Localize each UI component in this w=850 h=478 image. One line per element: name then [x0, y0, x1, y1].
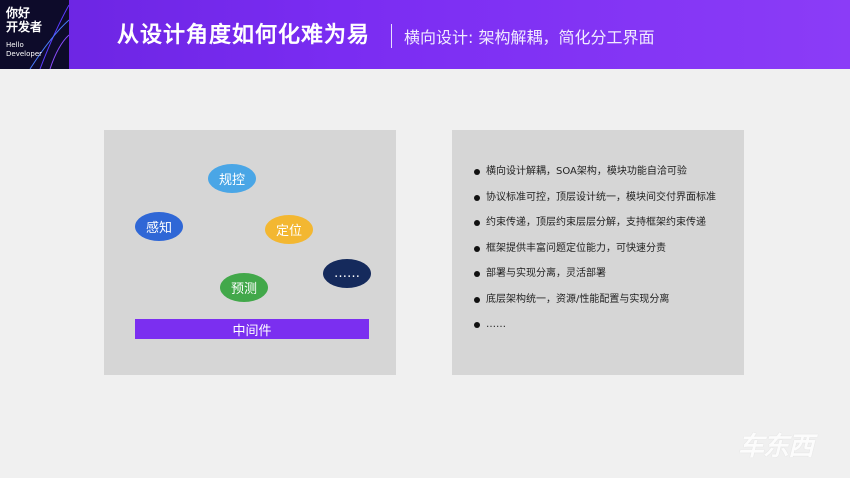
hello-developer-logo: 你好 开发者 Hello Developer: [0, 0, 69, 69]
list-item: 部署与实现分离，灵活部署: [474, 266, 716, 292]
logo-line-1: 你好: [6, 6, 31, 20]
list-item: 横向设计解耦，SOA架构，模块功能自洽可验: [474, 164, 716, 190]
list-item: 框架提供丰富问题定位能力，可快速分责: [474, 241, 716, 267]
list-item: 协议标准可控，顶层设计统一，模块间交付界面标准: [474, 190, 716, 216]
logo-decoration-icon: [29, 4, 69, 69]
bullet-icon: [474, 271, 480, 277]
list-item: ……: [474, 317, 716, 343]
header-bar: 你好 开发者 Hello Developer 从设计角度如何化难为易 横向设计:…: [0, 0, 850, 69]
bubble-perception: 感知: [135, 212, 183, 241]
bubble-localization: 定位: [265, 215, 313, 244]
page-subtitle: 横向设计: 架构解耦，简化分工界面: [404, 28, 655, 47]
list-item: 底层架构统一，资源/性能配置与实现分离: [474, 292, 716, 318]
middleware-bar: 中间件: [135, 319, 369, 339]
list-item: 约束传递，顶层约束层层分解，支持框架约束传递: [474, 215, 716, 241]
logo-line-2: 开发者: [6, 20, 43, 34]
key-points-list: 横向设计解耦，SOA架构，模块功能自洽可验 协议标准可控，顶层设计统一，模块间交…: [474, 164, 716, 343]
bullet-icon: [474, 194, 480, 201]
bubble-prediction: 预测: [220, 273, 268, 302]
key-points-panel: [452, 130, 744, 375]
watermark-logo: 车东西: [738, 432, 814, 462]
bullet-icon: [474, 296, 480, 303]
bubble-more: ……: [323, 259, 371, 288]
bubble-planning-control: 规控: [208, 164, 256, 193]
logo-line-4: Developer: [6, 50, 43, 58]
logo-line-3: Hello: [6, 41, 24, 49]
bullet-icon: [474, 245, 480, 252]
bullet-icon: [474, 220, 480, 226]
bullet-icon: [474, 322, 480, 328]
bullet-icon: [474, 169, 480, 175]
page-title: 从设计角度如何化难为易: [117, 23, 371, 48]
title-divider: [391, 24, 392, 48]
